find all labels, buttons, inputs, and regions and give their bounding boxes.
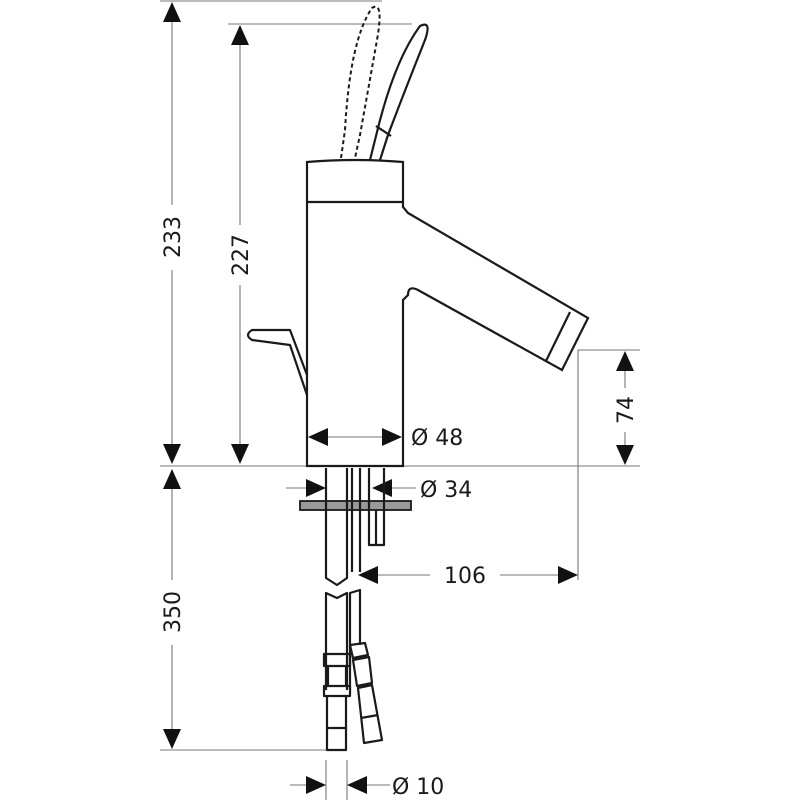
faucet-body bbox=[246, 158, 590, 468]
dim-label-350: 350 bbox=[161, 591, 186, 633]
dimension-74: 74 bbox=[614, 351, 639, 465]
dim-label-74: 74 bbox=[614, 396, 639, 424]
dimension-350: 350 bbox=[161, 469, 186, 749]
dim-label-d10: Ø 10 bbox=[392, 775, 444, 800]
dimension-diameter-10: Ø 10 bbox=[290, 775, 444, 800]
dim-label-d34: Ø 34 bbox=[420, 478, 472, 503]
mounting-hoses bbox=[299, 468, 412, 752]
dim-label-227: 227 bbox=[229, 234, 254, 276]
lever-handle bbox=[340, 5, 429, 161]
dimension-233: 233 bbox=[161, 2, 186, 464]
dim-label-d48: Ø 48 bbox=[411, 426, 463, 451]
dimension-227: 227 bbox=[229, 25, 254, 464]
dimension-106: 106 bbox=[358, 564, 578, 589]
dimension-diameter-48: Ø 48 bbox=[308, 426, 463, 451]
dim-label-233: 233 bbox=[161, 216, 186, 258]
dim-label-106: 106 bbox=[444, 564, 486, 589]
extension-lines bbox=[160, 0, 640, 800]
dimension-diameter-34: Ø 34 bbox=[286, 478, 472, 503]
